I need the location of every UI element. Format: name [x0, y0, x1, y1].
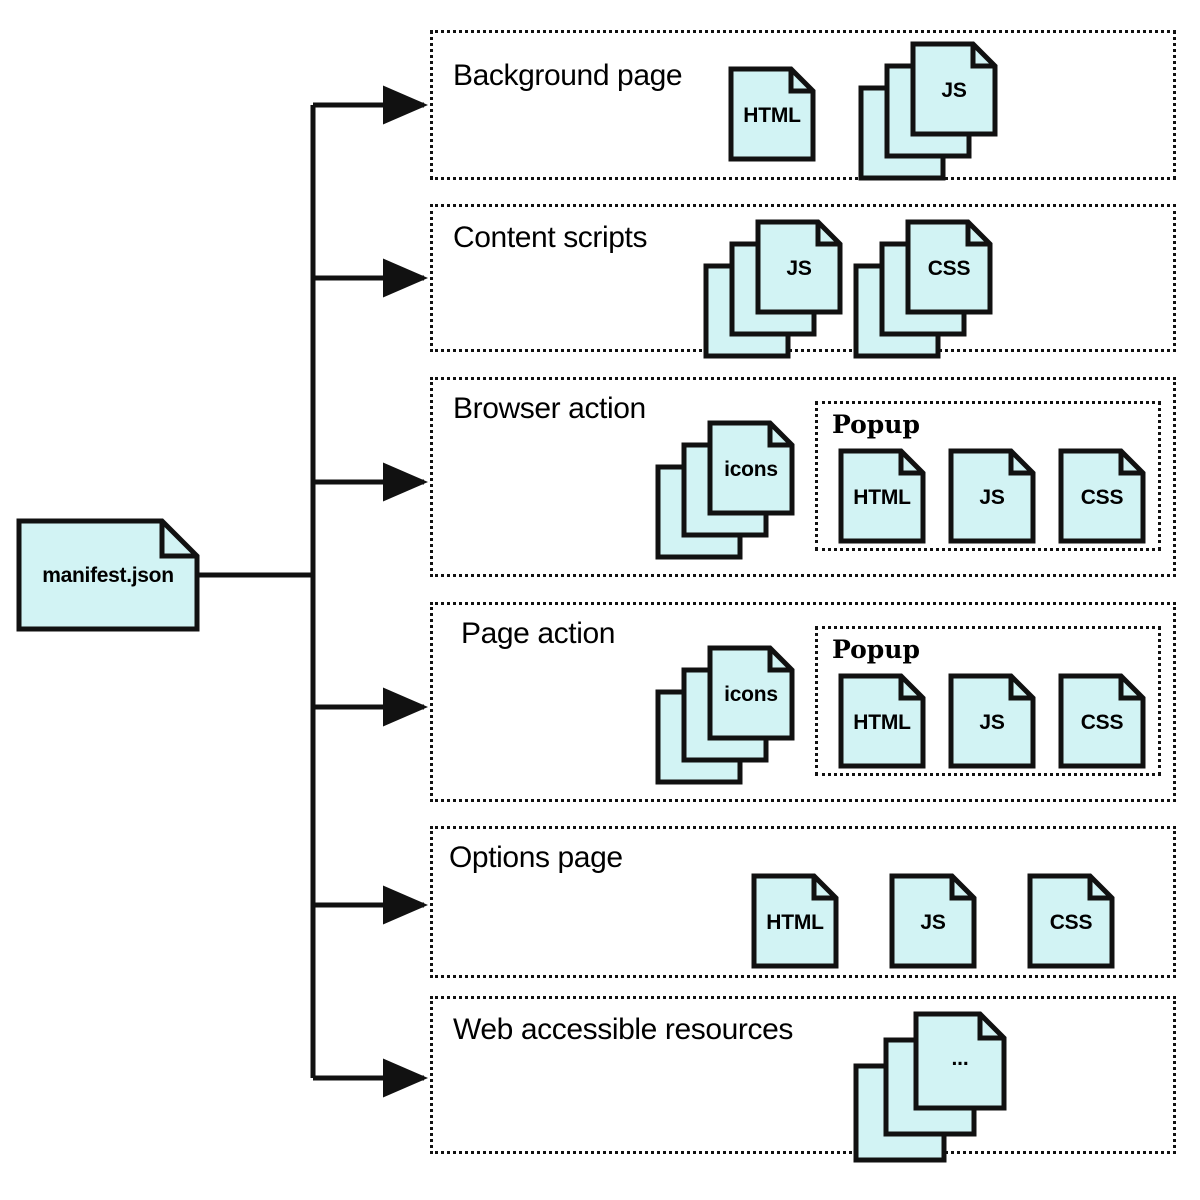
popup-title: Popup [832, 410, 920, 439]
file-stack-js[interactable]: JS [858, 41, 998, 181]
file-stack-icons[interactable]: icons [655, 645, 795, 785]
document-icon [728, 66, 816, 162]
section-title-options-page: Options page [449, 841, 623, 874]
section-title-content-scripts: Content scripts [453, 221, 648, 254]
file-doc-html[interactable]: HTML [751, 873, 839, 969]
document-icon [16, 518, 200, 632]
document-icon [1058, 448, 1146, 544]
document-icon [755, 219, 843, 315]
document-icon [1027, 873, 1115, 969]
file-doc-html[interactable]: HTML [728, 66, 816, 162]
file-doc-css[interactable]: CSS [1058, 673, 1146, 769]
popup-title: Popup [832, 635, 920, 664]
document-icon [707, 645, 795, 741]
section-page-action[interactable]: Page action icons P [430, 602, 1176, 802]
section-options-page[interactable]: Options page HTML JS CSS [430, 826, 1176, 978]
stack-doc-front[interactable]: ... [913, 1011, 1007, 1111]
popup-group-browser-action[interactable]: Popup HTML JS CSS [815, 401, 1161, 551]
file-doc-css[interactable]: CSS [1027, 873, 1115, 969]
document-icon [707, 420, 795, 516]
section-title-page-action: Page action [461, 617, 616, 650]
stack-doc-front[interactable]: JS [755, 219, 843, 315]
file-doc-js[interactable]: JS [889, 873, 977, 969]
document-icon [910, 41, 998, 137]
file-doc-html[interactable]: HTML [838, 448, 926, 544]
file-stack-css[interactable]: CSS [853, 219, 993, 359]
section-title-browser-action: Browser action [453, 392, 646, 425]
stack-doc-front[interactable]: CSS [905, 219, 993, 315]
file-stack-icons[interactable]: icons [655, 420, 795, 560]
manifest-json-node[interactable]: manifest.json [16, 518, 200, 632]
document-icon [1058, 673, 1146, 769]
stack-doc-front[interactable]: icons [707, 420, 795, 516]
section-browser-action[interactable]: Browser action icons [430, 377, 1176, 577]
section-title-web-accessible-resources: Web accessible resources [453, 1013, 793, 1046]
file-doc-html[interactable]: HTML [838, 673, 926, 769]
document-icon [838, 673, 926, 769]
file-doc-js[interactable]: JS [948, 448, 1036, 544]
document-icon [838, 448, 926, 544]
document-icon [913, 1011, 1007, 1111]
section-title-background-page: Background page [453, 59, 683, 92]
document-icon [948, 448, 1036, 544]
file-stack-js[interactable]: JS [703, 219, 843, 359]
document-icon [889, 873, 977, 969]
file-doc-css[interactable]: CSS [1058, 448, 1146, 544]
stack-doc-front[interactable]: JS [910, 41, 998, 137]
document-icon [751, 873, 839, 969]
section-background-page[interactable]: Background page HTML [430, 30, 1176, 181]
document-icon [905, 219, 993, 315]
stack-doc-front[interactable]: icons [707, 645, 795, 741]
file-stack-resources[interactable]: ... [853, 1011, 1007, 1163]
section-web-accessible-resources[interactable]: Web accessible resources ... [430, 996, 1176, 1163]
file-doc-js[interactable]: JS [948, 673, 1036, 769]
section-content-scripts[interactable]: Content scripts JS [430, 204, 1176, 359]
popup-group-page-action[interactable]: Popup HTML JS CSS [815, 626, 1161, 776]
document-icon [948, 673, 1036, 769]
